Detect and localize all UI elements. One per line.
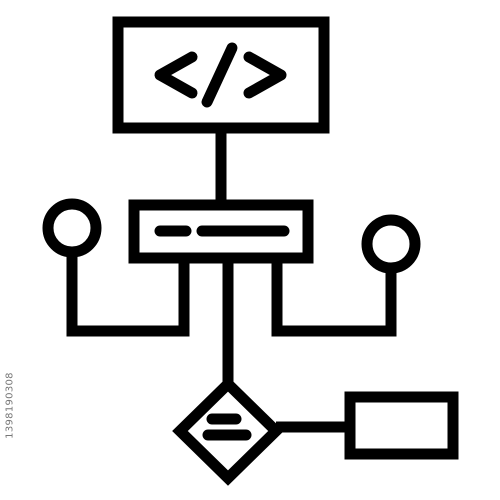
left-node	[42, 198, 190, 337]
output-block	[344, 391, 459, 460]
right-node	[271, 214, 421, 337]
process-block	[128, 199, 314, 264]
decision-diamond	[172, 376, 284, 486]
stock-id-label: 1398190308	[4, 372, 16, 439]
code-symbol-icon	[154, 42, 287, 108]
